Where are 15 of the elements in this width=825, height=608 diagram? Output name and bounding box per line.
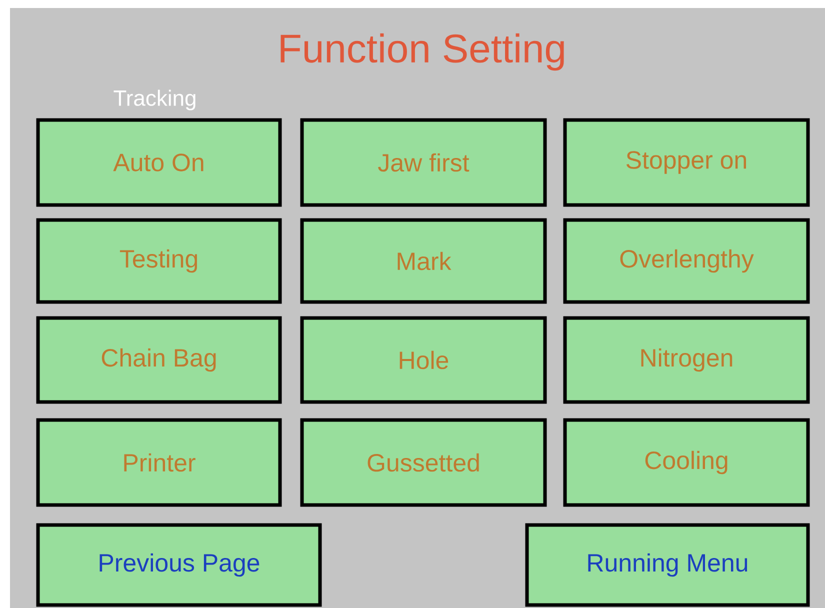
function-button: Hole xyxy=(300,316,547,404)
function-button: Testing xyxy=(36,218,282,304)
function-button: Auto On xyxy=(36,118,282,207)
nav-button: Previous Page xyxy=(36,523,322,607)
function-button: Stopper on xyxy=(563,118,810,207)
function-button: Chain Bag xyxy=(36,316,282,404)
function-button: Printer xyxy=(36,418,282,507)
function-button: Overlengthy xyxy=(563,218,810,304)
function-button: Gussetted xyxy=(300,418,547,507)
function-button: Cooling xyxy=(563,418,810,507)
function-button: Mark xyxy=(300,218,547,304)
function-button: Jaw first xyxy=(300,118,547,207)
title: Function Setting xyxy=(280,33,564,71)
function-button: Nitrogen xyxy=(563,316,810,404)
nav-button: Running Menu xyxy=(525,523,810,607)
